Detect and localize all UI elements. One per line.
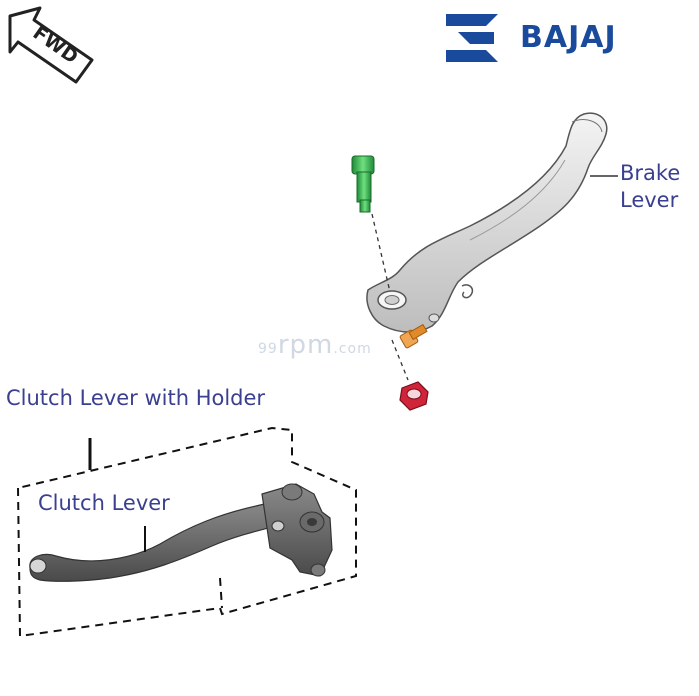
bajaj-logo-icon xyxy=(446,14,498,62)
brand-name: BAJAJ xyxy=(520,20,617,55)
brake-lever xyxy=(366,112,608,333)
watermark-suffix: .com xyxy=(333,341,372,357)
watermark-main: rpm xyxy=(277,330,334,360)
lock-nut xyxy=(399,381,429,411)
watermark: 99rpm.com xyxy=(258,330,372,360)
holder-outline-step xyxy=(219,577,223,609)
brake-lever-label: Brake Lever xyxy=(620,160,680,215)
fwd-arrow-icon: FWD xyxy=(8,6,94,84)
watermark-prefix: 99 xyxy=(258,341,278,357)
assembly-line-nut xyxy=(391,339,409,381)
pivot-bolt xyxy=(351,155,375,213)
holder-outline xyxy=(17,426,357,638)
clutch-lever-with-holder-label: Clutch Lever with Holder xyxy=(6,386,266,410)
clutch-lever-label: Clutch Lever xyxy=(38,491,170,515)
adjuster-pin xyxy=(399,323,428,349)
circlip-icon xyxy=(461,284,474,299)
brake-lever-label-line2: Lever xyxy=(620,188,679,213)
brake-lever-label-line1: Brake xyxy=(620,161,681,185)
assembly-line-bolt xyxy=(371,213,391,293)
clutch-holder xyxy=(261,483,333,577)
